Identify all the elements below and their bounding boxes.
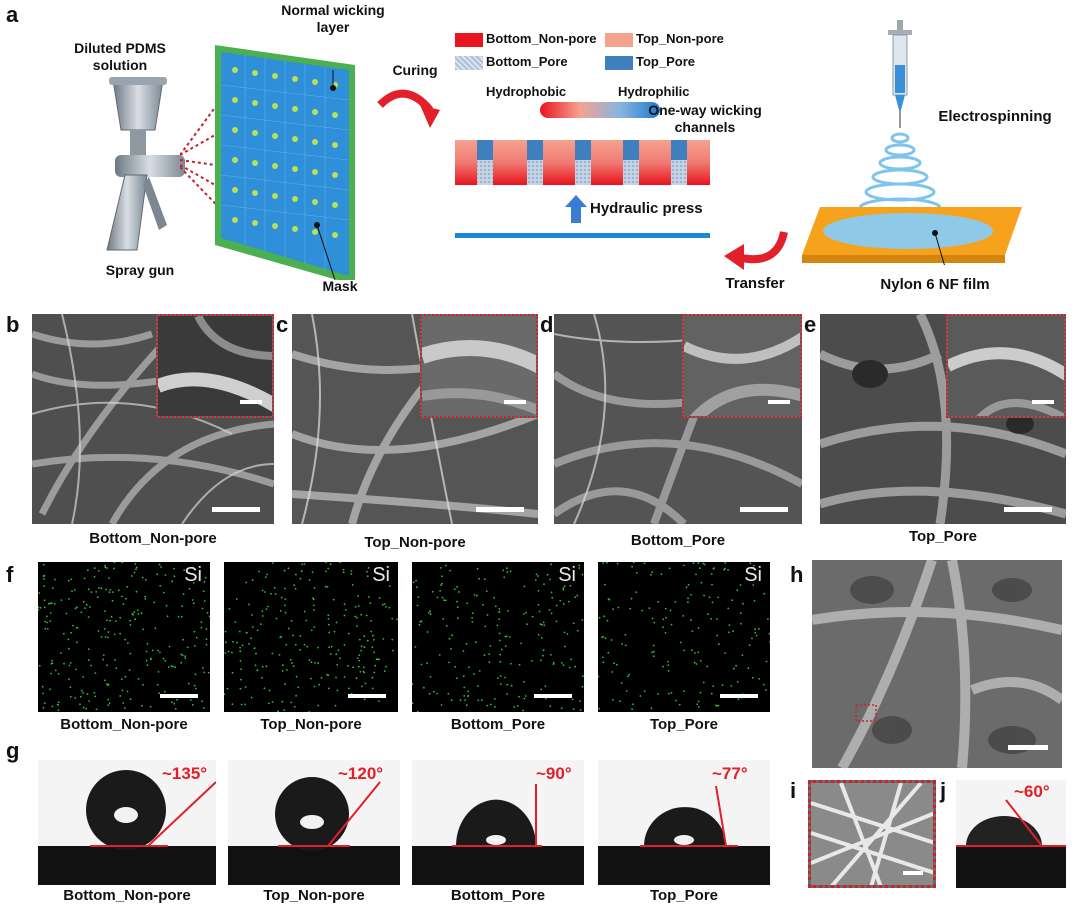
contact-caption-top-nonpore: Top_Non-pore — [263, 887, 365, 904]
electrospinning-label: Electrospinning — [938, 108, 1052, 125]
panel-i-label: i — [790, 778, 797, 803]
scale-bar — [348, 694, 386, 698]
legend-swatch-bottom-nonpore — [455, 33, 483, 47]
sem-image-top-nonpore — [292, 314, 538, 524]
panel-h-label: h — [790, 562, 804, 587]
sem-inset-top-pore — [946, 314, 1066, 418]
sem-image-top-pore — [820, 314, 1066, 524]
spray-gun-label: Spray gun — [105, 262, 175, 278]
inset-scale-bar — [768, 400, 790, 404]
scale-bar — [740, 507, 788, 512]
panel-j-label: j — [940, 778, 947, 803]
caption-bottom-nonpore: Bottom_Non-pore — [89, 530, 217, 547]
si-label: Si — [744, 564, 762, 586]
eds-map-top-nonpore: Si — [224, 562, 398, 712]
legend-swatch-top-nonpore — [605, 33, 633, 47]
panel-f-label: f — [6, 562, 14, 587]
contact-caption-bottom-pore: Bottom_Pore — [450, 887, 546, 904]
nylon-film-label: Nylon 6 NF film — [880, 276, 990, 293]
sem-image-bottom-pore — [554, 314, 802, 524]
contact-angle-nylon: ~60° — [956, 780, 1066, 888]
panel-b-label: b — [6, 312, 20, 337]
channels-label: One-way wicking channels — [648, 102, 762, 135]
eds-map-top-pore: Si — [598, 562, 770, 712]
hydrophilic-label: Hydrophilic — [618, 84, 690, 99]
si-dots — [224, 562, 398, 712]
eds-map-bottom-pore: Si — [412, 562, 584, 712]
si-label: Si — [558, 564, 576, 586]
mask-grid — [215, 45, 355, 280]
inset-scale-bar — [240, 400, 262, 404]
curing-label: Curing — [392, 62, 438, 78]
panel-a-label: a — [6, 2, 19, 27]
wicking-channel-structure — [455, 140, 710, 185]
wicking-layer-label: Normal wicking layer — [281, 2, 385, 35]
hydrophobic-label: Hydrophobic — [486, 84, 567, 99]
curing-arrow-icon — [377, 89, 440, 128]
inset-scale-bar — [1032, 400, 1054, 404]
eds-caption-bottom-pore: Bottom_Pore — [450, 716, 546, 733]
caption-top-pore: Top_Pore — [908, 528, 978, 545]
scale-bar — [212, 507, 260, 512]
sem-inset-bottom-pore — [682, 314, 802, 418]
contact-angle-bottom-pore: ~90° — [412, 760, 584, 885]
legend-swatch-bottom-pore — [455, 56, 483, 70]
panel-c-label: c — [276, 312, 289, 337]
nylon-film-line — [455, 233, 710, 238]
angle-value: ~90° — [536, 764, 572, 783]
legend-bottom-pore: Bottom_Pore — [486, 54, 568, 69]
hydraulic-press-label: Hydraulic press — [590, 200, 703, 217]
angle-value: ~77° — [712, 764, 748, 783]
caption-bottom-pore: Bottom_Pore — [630, 532, 726, 549]
contact-angle-top-nonpore: ~120° — [228, 760, 400, 885]
panel-e-label: e — [804, 312, 817, 337]
scale-bar — [1004, 507, 1052, 512]
sem-image-bottom-nonpore — [32, 314, 274, 524]
eds-map-bottom-nonpore: Si — [38, 562, 210, 712]
legend-swatch-top-pore — [605, 56, 633, 70]
contact-angle-bottom-nonpore: ~135° — [38, 760, 216, 885]
legend-top-nonpore: Top_Non-pore — [636, 31, 724, 46]
scale-bar — [534, 694, 572, 698]
hydrophobicity-gradient — [540, 102, 660, 118]
legend-top-pore: Top_Pore — [636, 54, 695, 69]
eds-caption-top-pore: Top_Pore — [649, 716, 719, 733]
scale-bar — [476, 507, 524, 512]
nylon-film-plate — [802, 207, 1022, 265]
si-dots — [412, 563, 584, 712]
transfer-arrow-icon — [724, 231, 788, 270]
contact-caption-bottom-nonpore: Bottom_Non-pore — [63, 887, 191, 904]
scale-bar — [720, 694, 758, 698]
si-label: Si — [184, 564, 202, 586]
panel-d-label: d — [540, 312, 554, 337]
syringe-icon — [858, 20, 942, 219]
angle-value: ~135° — [162, 764, 208, 783]
si-dots — [38, 562, 210, 711]
eds-caption-top-nonpore: Top_Non-pore — [260, 716, 362, 733]
caption-top-nonpore: Top_Non-pore — [364, 534, 466, 551]
eds-caption-bottom-nonpore: Bottom_Non-pore — [60, 716, 188, 733]
sem-inset-bottom-nonpore — [156, 314, 274, 418]
press-arrow-icon — [565, 195, 587, 223]
transfer-label: Transfer — [725, 275, 785, 292]
panel-g-label: g — [6, 738, 20, 763]
scale-bar — [1008, 745, 1048, 750]
contact-angle-top-pore: ~77° — [598, 760, 770, 885]
sem-image-nylon-film — [812, 560, 1062, 768]
scale-bar — [160, 694, 198, 698]
legend-bottom-nonpore: Bottom_Non-pore — [486, 31, 597, 46]
pdms-solution-label: Diluted PDMS solution — [74, 40, 166, 73]
si-label: Si — [372, 564, 390, 586]
angle-value: ~60° — [1014, 782, 1050, 801]
inset-scale-bar — [504, 400, 526, 404]
contact-caption-top-pore: Top_Pore — [649, 887, 719, 904]
sem-image-nanofibers — [808, 780, 936, 888]
inset-scale-bar — [903, 871, 923, 875]
mask-label: Mask — [322, 278, 358, 294]
sem-inset-top-nonpore — [420, 314, 538, 418]
angle-value: ~120° — [338, 764, 384, 783]
spray-gun-icon — [106, 77, 185, 251]
